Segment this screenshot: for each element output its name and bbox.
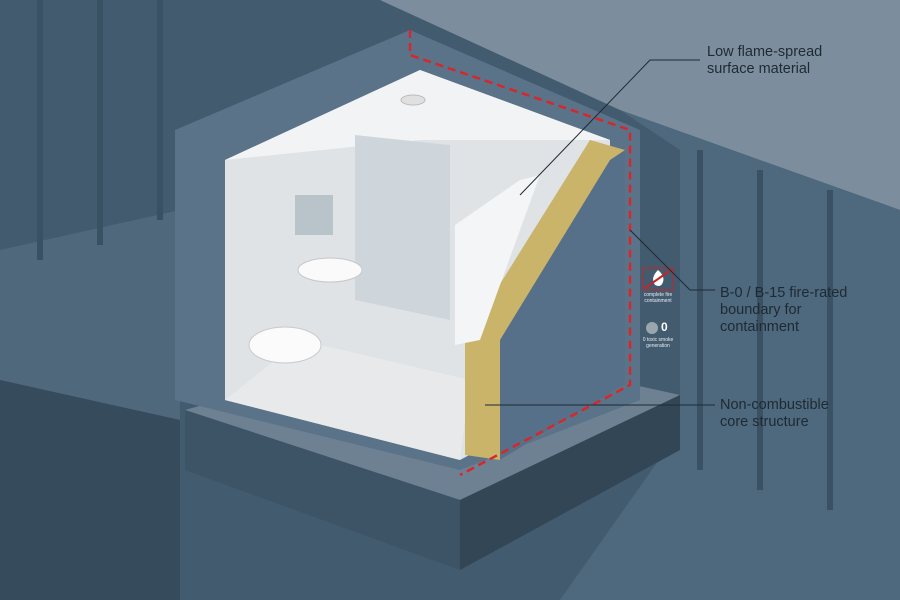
mirror — [295, 195, 333, 235]
callout-text: surface material — [707, 61, 811, 77]
frame-beams — [37, 0, 833, 510]
fire-badge-label: complete fire containment — [643, 292, 673, 304]
callout-text: core structure — [720, 414, 809, 430]
smoke-icon — [646, 322, 658, 334]
callout-text: containment — [720, 319, 799, 335]
left-deck — [0, 210, 180, 420]
lower-structure — [0, 380, 180, 600]
callout-text: Non-combustible — [720, 397, 829, 413]
callout-text: Low flame-spread — [707, 44, 823, 60]
leader-lines — [485, 59, 715, 406]
tiled-floor — [225, 340, 470, 460]
callout-text: B-0 / B-15 fire-rated — [720, 285, 848, 301]
sink — [297, 257, 363, 283]
right-bulkhead — [560, 110, 900, 600]
toilet — [248, 326, 322, 364]
no-fire-icon — [642, 267, 674, 291]
callout-surface-material: Low flame-spread surface material — [707, 44, 822, 78]
callout-text: boundary for — [720, 302, 802, 318]
callout-fire-boundary: B-0 / B-15 fire-rated boundary for conta… — [720, 285, 847, 336]
callout-core-structure: Non-combustible core structure — [720, 397, 829, 431]
fire-boundary-line — [408, 30, 632, 477]
upper-deck — [380, 0, 900, 210]
wall-panel — [500, 150, 625, 460]
ceiling — [225, 70, 610, 160]
smoke-badge-label: 0 toxic smoke generation — [642, 337, 674, 349]
smoke-badge-value: 0 — [661, 320, 668, 334]
surface-panel — [455, 175, 540, 345]
shower-area — [355, 135, 450, 320]
